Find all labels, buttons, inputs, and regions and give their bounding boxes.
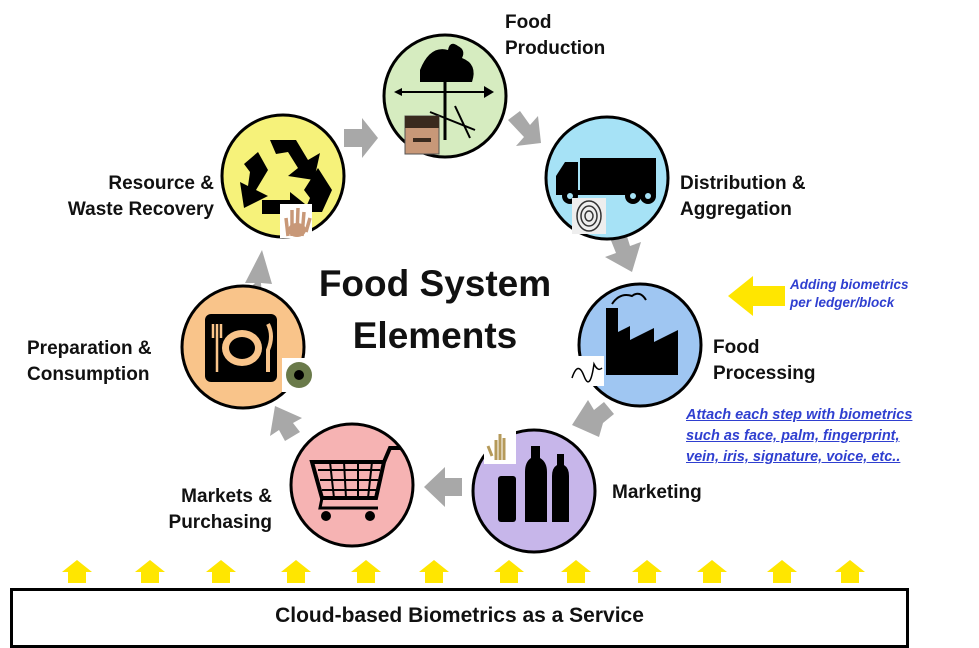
cycle-arrow-production-to-distribution <box>508 111 541 146</box>
cycle-arrow-resource-to-production <box>344 118 378 158</box>
label-markets-purchasing: Markets & Purchasing <box>168 486 272 533</box>
stage-distribution-circle <box>544 115 670 241</box>
cycle-arrow-processing-to-marketing <box>572 400 614 437</box>
stage-resource-circle <box>220 113 346 239</box>
cloud-biometrics-title: Cloud-based Biometrics as a Service <box>275 604 644 627</box>
cloud-biometrics-box: Cloud-based Biometrics as a Service <box>10 588 909 648</box>
up-arrow <box>135 560 165 583</box>
up-arrow <box>697 560 727 583</box>
label-resource-waste-recovery: Resource & Waste Recovery <box>67 173 214 220</box>
up-arrow <box>494 560 524 583</box>
diagram-title: Food System Elements <box>318 263 552 356</box>
up-arrow <box>767 560 797 583</box>
label-food-processing: Food Processing <box>713 337 816 384</box>
iris-biometric-thumbnail <box>282 358 316 392</box>
up-arrow <box>561 560 591 583</box>
bottles-icon <box>498 446 569 522</box>
cycle-arrow-markets-to-preparation <box>270 406 302 441</box>
stage-production-circle <box>382 33 508 159</box>
stage-processing-circle <box>568 282 703 408</box>
vein-biometric-thumbnail <box>484 428 516 464</box>
shopping-cart-icon <box>309 446 400 521</box>
palm-biometric-thumbnail <box>280 204 312 238</box>
label-marketing: Marketing <box>612 482 702 503</box>
note-attach-biometrics-link[interactable]: Attach each step with biometrics such as… <box>686 407 913 465</box>
signature-biometric-thumbnail <box>568 356 604 386</box>
up-arrow <box>419 560 449 583</box>
stage-preparation-circle <box>180 284 316 410</box>
cycle-arrow-distribution-to-processing <box>605 233 641 272</box>
up-arrow <box>632 560 662 583</box>
plate-cutlery-icon <box>205 314 277 382</box>
stage-marketing-circle <box>471 428 597 554</box>
truck-icon <box>556 158 656 204</box>
label-distribution-aggregation: Distribution & Aggregation <box>680 173 806 220</box>
up-arrow <box>351 560 381 583</box>
cycle-arrow-preparation-to-resource <box>238 250 272 300</box>
upward-arrows <box>62 560 865 583</box>
stage-markets-circle <box>289 422 415 548</box>
factory-icon <box>606 292 678 375</box>
up-arrow <box>281 560 311 583</box>
face-biometric-thumbnail <box>404 115 440 155</box>
weathervane-icon <box>394 43 494 140</box>
fingerprint-biometric-thumbnail <box>572 198 606 234</box>
up-arrow <box>206 560 236 583</box>
note-adding-biometrics: Adding biometrics per ledger/block <box>790 277 909 310</box>
up-arrow <box>835 560 865 583</box>
cycle-arrow-marketing-to-markets <box>424 467 462 507</box>
label-food-production: Food Production <box>505 12 606 59</box>
yellow-pointer-arrow <box>728 276 785 316</box>
label-preparation-consumption: Preparation & Consumption <box>27 338 152 385</box>
up-arrow <box>62 560 92 583</box>
